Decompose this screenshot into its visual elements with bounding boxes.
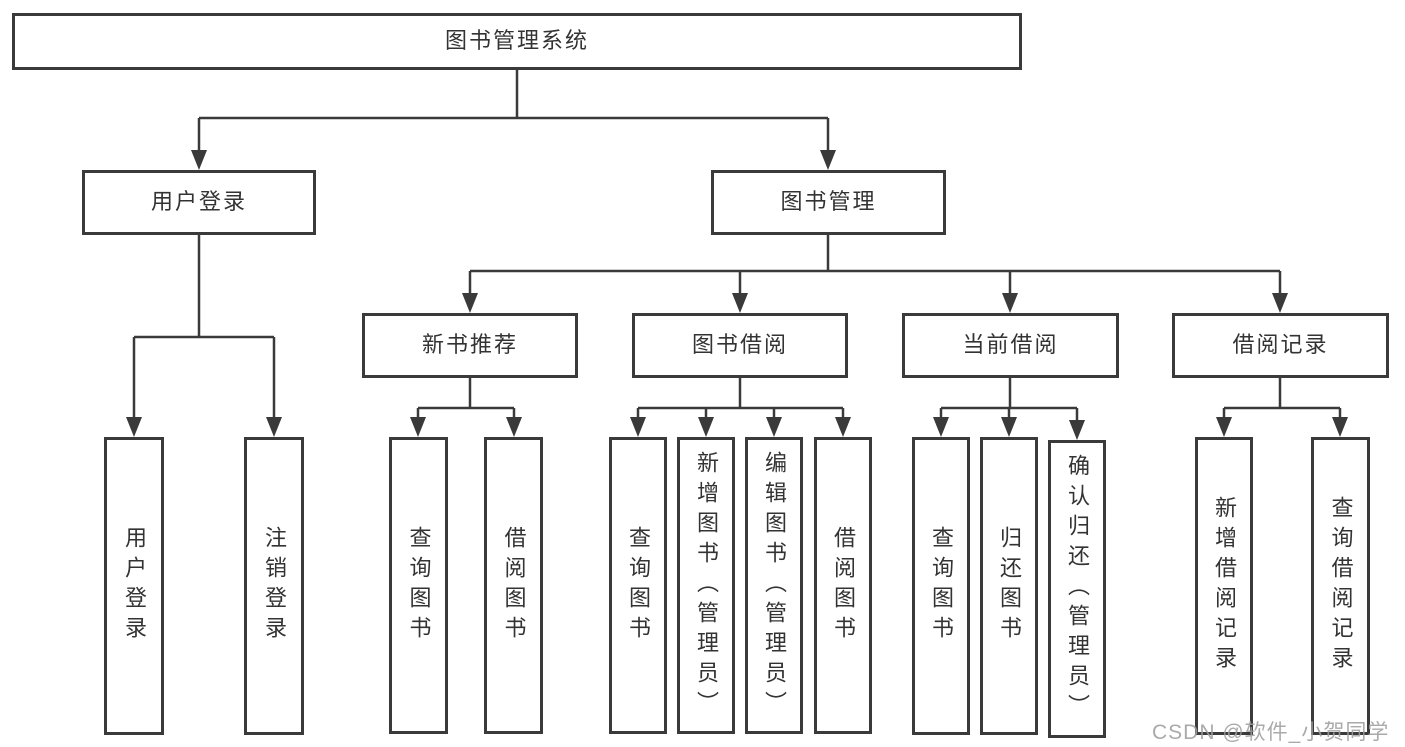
node-leaf-edit-book-admin: 编辑图书（管理员） bbox=[745, 437, 803, 734]
node-leaf-add-book-admin-label: 新增图书（管理员） bbox=[694, 450, 719, 721]
node-leaf-recommend-query-book-label: 查询图书 bbox=[406, 525, 432, 646]
node-leaf-query-borrow-record: 查询借阅记录 bbox=[1311, 437, 1370, 735]
node-leaf-recommend-borrow-book: 借阅图书 bbox=[484, 437, 543, 734]
node-leaf-query-borrow-record-label: 查询借阅记录 bbox=[1328, 496, 1354, 676]
node-leaf-current-query-book: 查询图书 bbox=[912, 437, 970, 735]
node-book-management: 图书管理 bbox=[711, 170, 946, 235]
node-borrow-record-label: 借阅记录 bbox=[1232, 332, 1329, 358]
node-leaf-logout: 注销登录 bbox=[244, 437, 304, 735]
node-leaf-borrow-book: 借阅图书 bbox=[814, 437, 872, 734]
node-current-borrow: 当前借阅 bbox=[902, 313, 1119, 378]
csdn-watermark: CSDN @软件_小贺同学 bbox=[1152, 721, 1390, 744]
node-leaf-confirm-return-admin: 确认归还（管理员） bbox=[1048, 440, 1106, 738]
node-leaf-borrow-query-book-label: 查询图书 bbox=[626, 525, 651, 646]
node-leaf-user-login-label: 用户登录 bbox=[122, 526, 147, 646]
node-borrow-record: 借阅记录 bbox=[1172, 313, 1389, 378]
node-leaf-return-book-label: 归还图书 bbox=[997, 526, 1022, 646]
node-leaf-recommend-query-book: 查询图书 bbox=[389, 437, 448, 734]
node-user-login-label: 用户登录 bbox=[150, 189, 247, 215]
node-leaf-return-book: 归还图书 bbox=[980, 437, 1038, 735]
node-leaf-logout-label: 注销登录 bbox=[262, 526, 287, 646]
node-book-management-label: 图书管理 bbox=[780, 189, 877, 215]
node-leaf-confirm-return-admin-label: 确认归还（管理员） bbox=[1065, 454, 1090, 724]
node-leaf-current-query-book-label: 查询图书 bbox=[929, 526, 954, 646]
node-book-borrow: 图书借阅 bbox=[632, 313, 848, 378]
node-leaf-add-book-admin: 新增图书（管理员） bbox=[677, 437, 735, 734]
node-leaf-recommend-borrow-book-label: 借阅图书 bbox=[501, 525, 527, 646]
node-leaf-edit-book-admin-label: 编辑图书（管理员） bbox=[762, 450, 787, 721]
arrowheads bbox=[126, 150, 1348, 440]
node-leaf-add-borrow-record-label: 新增借阅记录 bbox=[1212, 496, 1237, 676]
node-leaf-user-login: 用户登录 bbox=[104, 437, 164, 735]
node-user-login: 用户登录 bbox=[82, 170, 316, 235]
node-leaf-add-borrow-record: 新增借阅记录 bbox=[1195, 437, 1253, 735]
node-leaf-borrow-book-label: 借阅图书 bbox=[831, 525, 856, 646]
node-root: 图书管理系统 bbox=[12, 13, 1022, 70]
node-new-book-recommend-label: 新书推荐 bbox=[421, 332, 518, 358]
node-book-borrow-label: 图书借阅 bbox=[691, 332, 788, 358]
node-leaf-borrow-query-book: 查询图书 bbox=[609, 437, 667, 734]
node-new-book-recommend: 新书推荐 bbox=[362, 313, 578, 378]
node-root-label: 图书管理系统 bbox=[444, 28, 589, 54]
node-current-borrow-label: 当前借阅 bbox=[962, 332, 1059, 358]
